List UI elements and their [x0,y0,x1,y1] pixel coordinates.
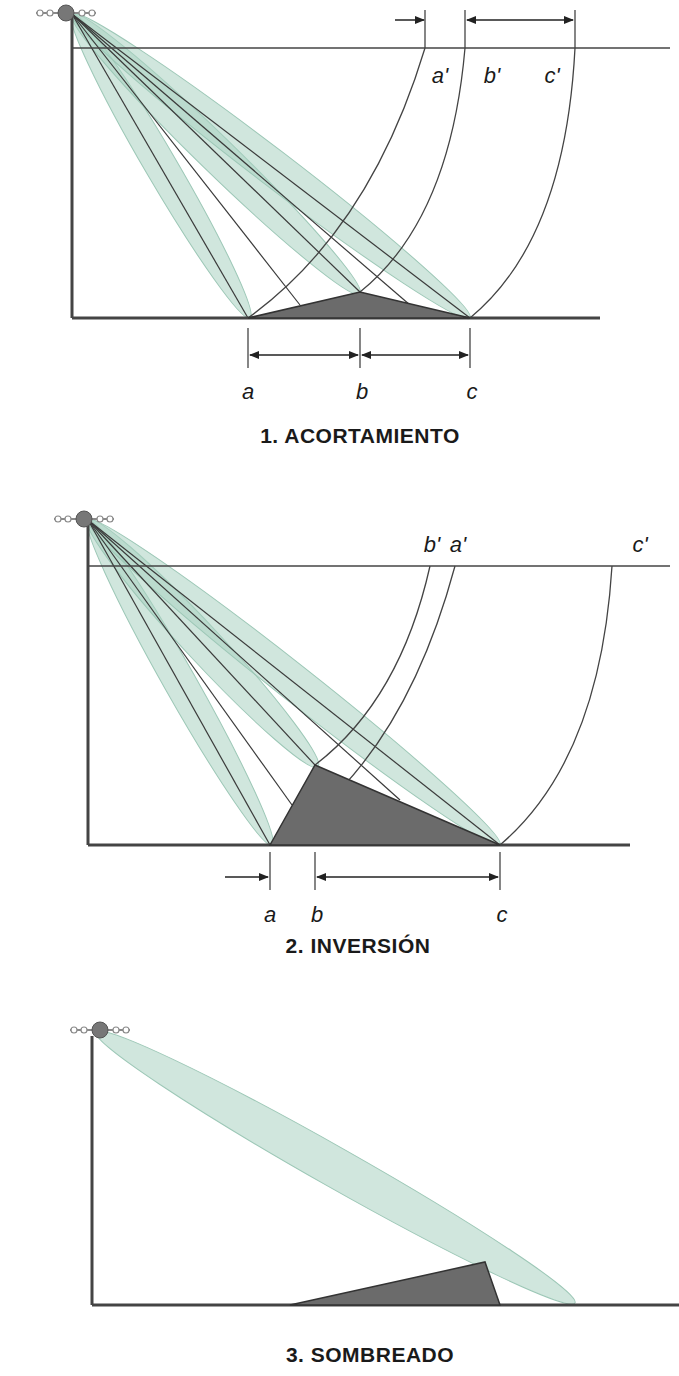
radar-ray [72,14,470,318]
point-label: b [356,379,368,405]
point-label: b [311,902,323,928]
satellite-panel [65,516,71,522]
satellite-panel [81,1027,87,1033]
radar-ray [72,14,410,305]
radar-ray [88,520,270,845]
satellite-body [76,511,92,527]
satellite-panel [123,1027,129,1033]
point-label: c' [544,63,559,89]
point-label: c [467,379,478,405]
point-label: b' [424,532,440,558]
point-label: a [242,379,254,405]
satellite-panel [113,1027,119,1033]
terrain-slope [248,292,470,318]
radar-ray [88,520,292,805]
point-label: a' [450,532,466,558]
satellite-body [58,5,74,21]
satellite-panel [37,10,43,16]
satellite-panel [107,516,113,522]
radar-ray [88,520,400,800]
radar-ray [88,520,500,845]
panel-caption: 1. ACORTAMIENTO [260,424,460,448]
panel-sombreado [92,1036,679,1305]
terrain-slope [290,1262,500,1305]
satellite-body [92,1022,108,1038]
radar-ray [72,14,248,318]
point-label: c' [632,532,647,558]
panel-acortamiento [72,10,670,368]
radar-ray [72,14,360,292]
panel-caption: 2. INVERSIÓN [286,934,431,958]
radar-beam [61,0,481,332]
radar-ray [72,14,300,305]
satellite-panel [97,516,103,522]
point-label: b' [484,63,500,89]
point-label: c [497,902,508,928]
radar-beam [59,1,372,307]
satellite-panel [79,10,85,16]
satellite-panel [89,10,95,16]
point-label: a [264,902,276,928]
satellite-panel [47,10,53,16]
terrain-slope [270,765,500,845]
radar-ray [88,520,315,765]
panel-caption: 3. SOMBREADO [286,1343,454,1367]
satellite-panel [55,516,61,522]
satellite-panel [71,1027,77,1033]
radar-beam [77,506,511,859]
panel-inversion [88,524,670,890]
point-label: a' [432,63,448,89]
radar-beam [86,1015,585,1321]
